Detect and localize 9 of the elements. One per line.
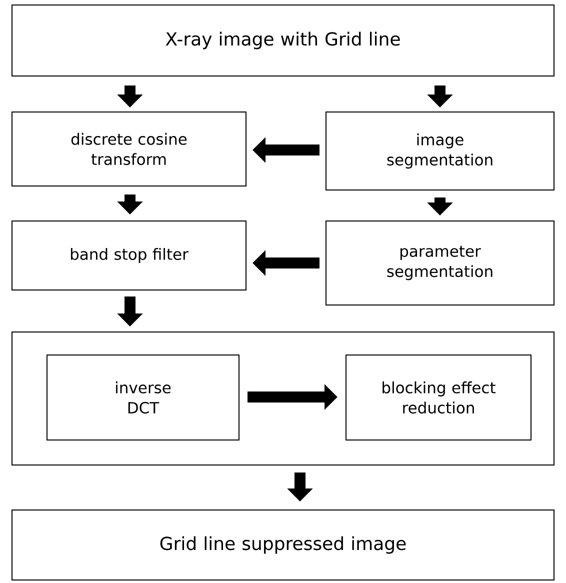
process-box: band stop filter [12,220,246,290]
process-box: parameter segmentation [326,220,554,306]
process-box: Grid line suppressed image [12,510,554,580]
process-box: image segmentation [326,112,554,190]
process-box: inverse DCT [46,354,240,440]
container-box [12,332,554,466]
process-box: discrete cosine transform [12,112,246,186]
process-box: blocking effect reduction [346,354,532,440]
process-box: X-ray image with Grid line [12,4,554,76]
